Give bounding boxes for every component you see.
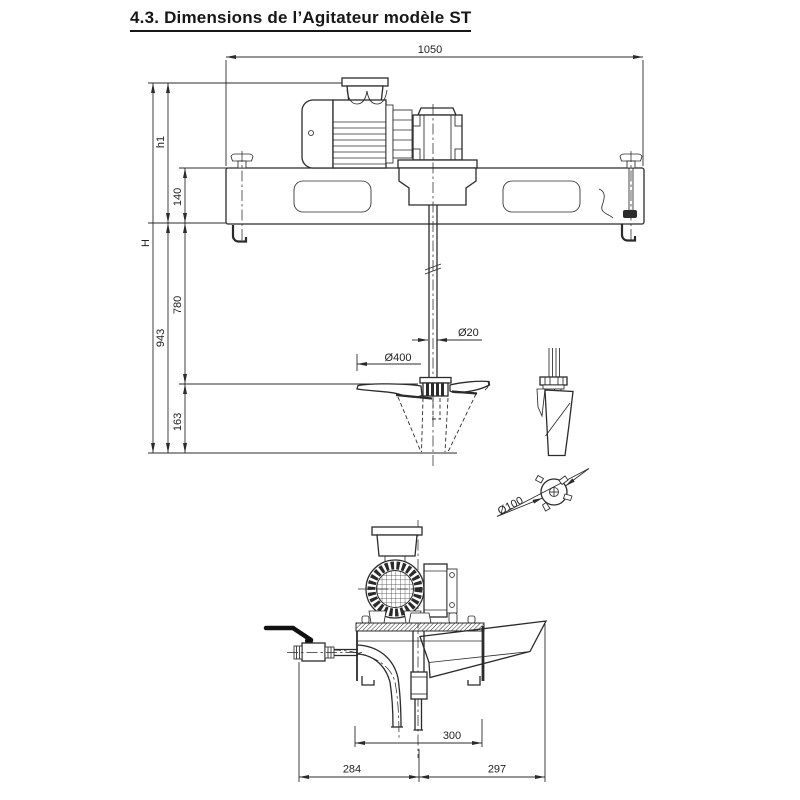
front-view: 300 284 297 <box>263 520 548 782</box>
ball-valve <box>263 625 363 662</box>
dim-overall-width: 1050 <box>418 44 442 56</box>
valve-body <box>301 642 326 662</box>
dim-hub-diameter: Ø100 <box>496 495 525 518</box>
propeller-hub-flange <box>419 376 452 384</box>
dim-right-span: 297 <box>488 764 506 776</box>
propeller <box>356 376 491 400</box>
clamp-screw-right <box>598 151 643 242</box>
valve-handle <box>263 625 314 643</box>
dim-bottom-clearance: 163 <box>172 413 184 431</box>
hub-detail: Ø100 <box>496 468 590 518</box>
dim-below-beam: 943 <box>155 329 167 347</box>
hidden-blade-outline <box>397 393 477 453</box>
gearbox <box>412 114 463 161</box>
blade-front <box>419 620 548 679</box>
dim-left-span: 284 <box>343 764 361 776</box>
beam-slot-right <box>502 180 581 213</box>
shaft-bracket <box>398 167 477 206</box>
side-view: 1050 H h1 943 140 780 163 <box>140 44 645 518</box>
dim-propeller-diameter: Ø400 <box>385 352 412 364</box>
dim-shaft-diameter: Ø20 <box>458 327 479 339</box>
gearbox-cap <box>417 107 457 116</box>
agitator-shaft <box>424 104 442 468</box>
dim-shaft-length: 780 <box>172 296 184 314</box>
beam-slot-left <box>293 180 372 213</box>
blade-side-detail <box>536 348 574 457</box>
shaft-coupling <box>410 671 428 700</box>
wall-bracket <box>355 612 485 686</box>
dim-bracket-width: 300 <box>443 730 461 742</box>
dim-beam-height: 140 <box>172 188 184 206</box>
gearbox-front <box>423 563 448 618</box>
gearbox-flange <box>397 159 478 169</box>
page-title: 4.3. Dimensions de l’Agitateur modèle ST <box>130 8 472 32</box>
dip-tube <box>329 644 403 741</box>
terminal-box <box>341 77 389 87</box>
motor-front <box>358 526 458 624</box>
motor-fins <box>333 121 386 165</box>
motor-end-cap <box>301 99 334 169</box>
shaft-front <box>410 631 428 731</box>
motor-foot-left <box>368 610 387 624</box>
terminal-box-front <box>371 526 423 536</box>
front-view-dimensions: 300 284 297 <box>298 624 546 782</box>
dim-h1: h1 <box>155 136 167 148</box>
bracket-hatched-bar <box>355 622 485 632</box>
motor-assembly <box>301 77 478 169</box>
clamp-screw-left <box>230 151 254 243</box>
propeller-blade-left <box>356 383 423 398</box>
dim-total-height: H <box>140 239 152 247</box>
side-view-dimensions: 1050 H h1 943 140 780 163 <box>140 44 644 454</box>
